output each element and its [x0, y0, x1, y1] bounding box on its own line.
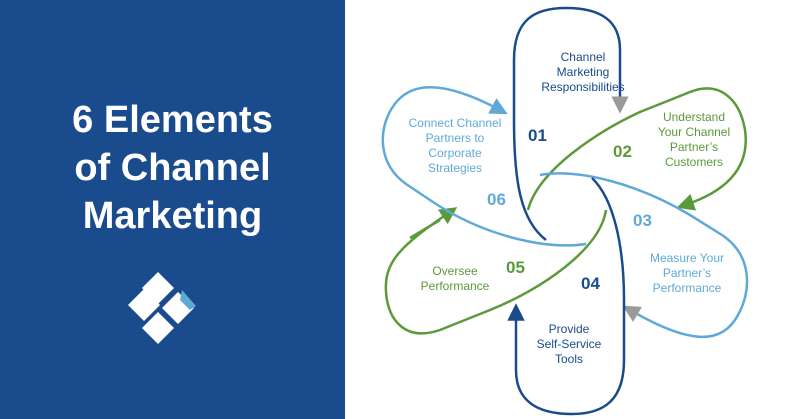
element-01-number: 01: [528, 126, 547, 145]
title-line-2: of Channel: [74, 147, 271, 189]
petal-06-loop: [381, 86, 587, 247]
element-02-number: 02: [613, 142, 632, 161]
element-03-label: Measure Your Partner’s Performance: [649, 251, 725, 295]
element-05-number: 05: [506, 258, 525, 277]
element-01-label: Channel Marketing Responsibilities: [541, 50, 625, 94]
element-05-label: Oversee Performance: [420, 264, 490, 293]
title-line-1: 6 Elements: [72, 99, 273, 141]
petal-01-loop: [512, 6, 629, 241]
page-title: 6 Elements of Channel Marketing: [0, 96, 345, 240]
title-line-3: Marketing: [82, 195, 263, 237]
element-06-label: Connect Channel Partners to Corporate St…: [408, 116, 502, 175]
element-02-label: Understand Your Channel Partner’s Custom…: [657, 110, 731, 169]
six-petal-diagram: [381, 6, 749, 416]
petal-05-tail: [409, 218, 441, 240]
petal-04-loop: [507, 177, 626, 416]
element-03-number: 03: [633, 211, 652, 230]
petal-05-loop: [384, 207, 608, 335]
element-06-number: 06: [487, 190, 506, 209]
diamond-grid-logo-icon: [128, 270, 208, 355]
element-04-label: Provide Self-Service Tools: [536, 322, 602, 366]
diagram-panel: Channel Marketing Responsibilities 01 Un…: [345, 0, 800, 419]
petal-03-loop: [539, 172, 749, 339]
element-04-number: 04: [581, 274, 600, 293]
petal-02-loop: [526, 87, 747, 211]
title-panel: 6 Elements of Channel Marketing: [0, 0, 345, 419]
